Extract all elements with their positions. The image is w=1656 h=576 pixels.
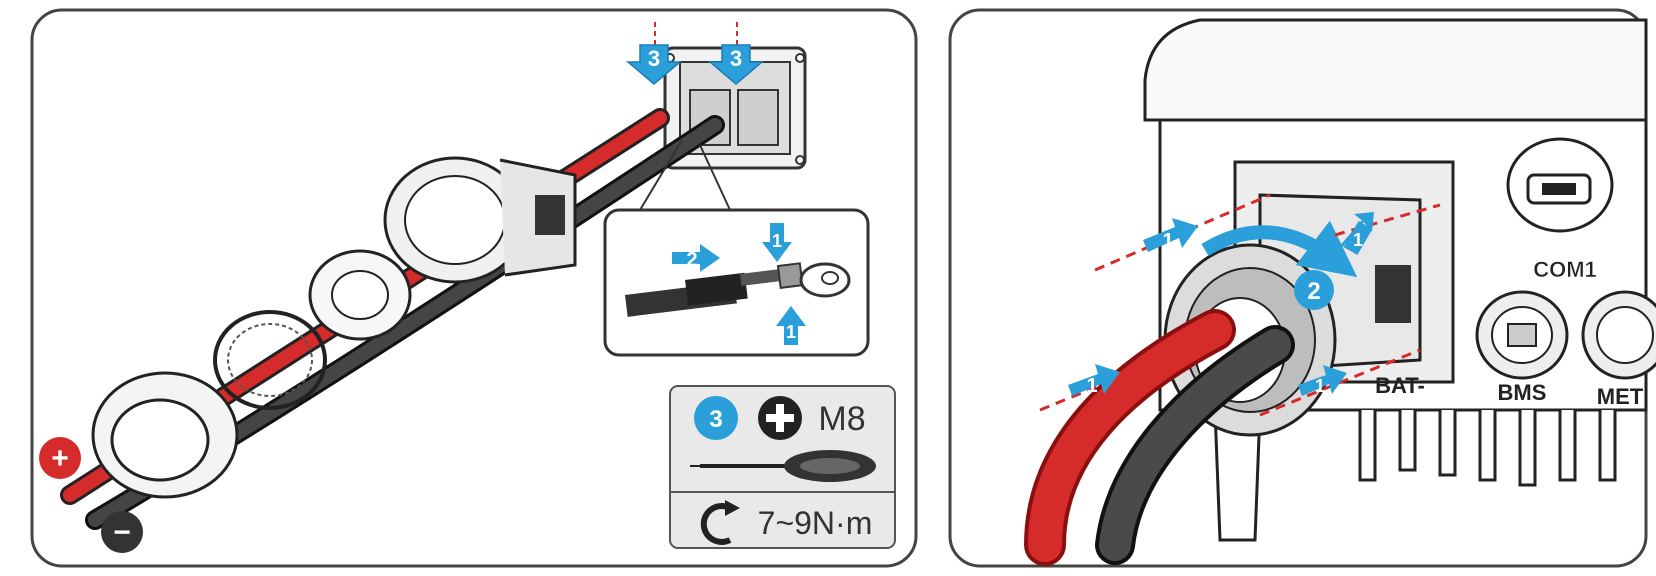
port-label-com1: COM1 xyxy=(1533,257,1597,282)
positive-marker: + xyxy=(39,437,81,479)
step-arrow-1-a: 1 xyxy=(1143,218,1198,252)
step-number: 1 xyxy=(1315,376,1325,396)
step-badge xyxy=(694,396,738,440)
step-number: 3 xyxy=(730,46,742,71)
step-number: 2 xyxy=(686,249,697,271)
screwdriver-icon xyxy=(690,450,876,482)
torque-rotate-icon xyxy=(700,500,740,545)
com1-port: COM1 xyxy=(1506,137,1614,282)
step-arrow-2-rotate: 2 xyxy=(1294,270,1334,310)
tool-step-number: 3 xyxy=(709,406,722,433)
step-number: 1 xyxy=(1162,230,1173,252)
step-arrow-1-b: 1 xyxy=(1068,364,1120,397)
tool-spec-box: 3 M8 7~9N·m xyxy=(669,385,896,549)
rotation-arc xyxy=(1201,220,1358,278)
claw-ring xyxy=(213,310,327,410)
step-arrow-1-c: 1 xyxy=(1338,212,1374,255)
port-label-bms: BMS xyxy=(1498,380,1547,405)
torque-value: 7~9N·m xyxy=(758,505,873,541)
step-arrow-1-up: 1 xyxy=(776,306,806,345)
negative-marker: − xyxy=(101,511,143,553)
left-panel: + − 3 3 2 xyxy=(30,8,918,568)
step-arrow-3-right: 3 xyxy=(707,44,765,85)
step-number: 2 xyxy=(1307,278,1320,305)
positive-symbol: + xyxy=(51,442,69,475)
gland-nut xyxy=(91,371,239,499)
phillips-icon xyxy=(758,396,802,440)
bms-port: BMS xyxy=(1475,290,1569,405)
step-number: 1 xyxy=(772,231,782,251)
port-label-bat-minus: BAT- xyxy=(1375,373,1425,398)
step-number: 1 xyxy=(1086,375,1097,397)
screw-size: M8 xyxy=(818,400,865,438)
battery-cables xyxy=(1024,309,1295,566)
step-arrow-1-down: 1 xyxy=(762,223,792,262)
port-label-met: MET xyxy=(1597,384,1644,409)
connector-housing xyxy=(383,156,577,284)
rubber-seal xyxy=(308,249,412,341)
step-arrow-1-d: 1 xyxy=(1298,365,1347,396)
step-number: 1 xyxy=(786,322,796,342)
step-arrow-2: 2 xyxy=(672,244,720,272)
right-panel: COM1 BMS MET BAT- xyxy=(948,8,1656,568)
crimp-detail-callout: 2 1 1 xyxy=(603,208,870,357)
step-number: 3 xyxy=(648,46,660,71)
negative-symbol: − xyxy=(113,516,131,549)
step-number: 1 xyxy=(1353,230,1363,250)
step-arrow-3-left: 3 xyxy=(625,44,683,85)
meter-port: MET xyxy=(1581,290,1656,409)
